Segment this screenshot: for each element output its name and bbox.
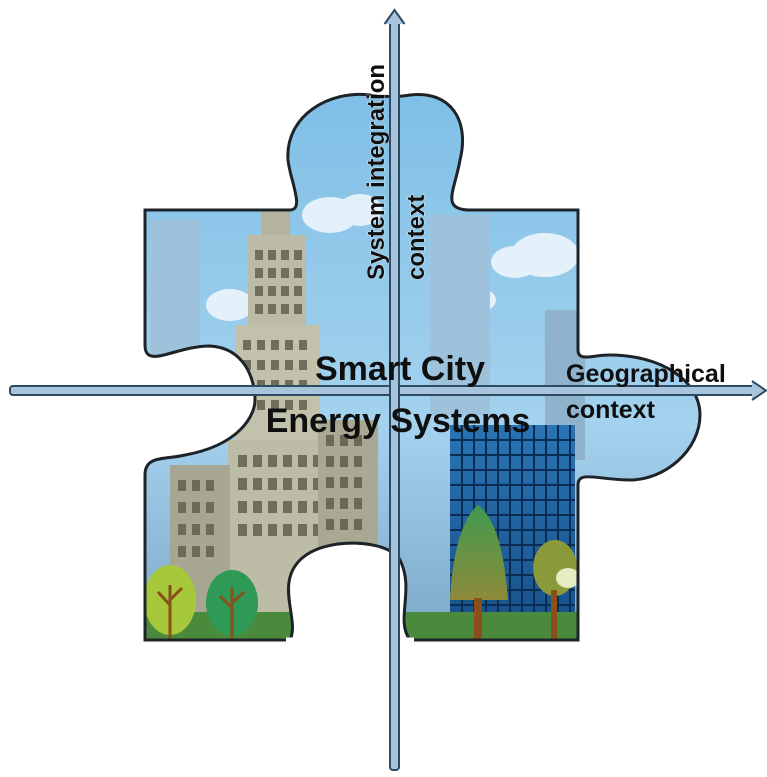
tree-round: [533, 540, 580, 640]
puzzle-bottom-notch: [286, 541, 413, 642]
tree-conifer: [450, 505, 508, 640]
horizontal-axis-label-line2: context: [566, 396, 656, 424]
cloud: [206, 289, 254, 321]
vertical-axis-label: System integration context: [363, 64, 431, 281]
vertical-axis-label-line1: System integration: [363, 64, 390, 280]
building-windows: [326, 435, 362, 530]
center-label-line1: Smart City: [315, 350, 485, 388]
cloud: [491, 246, 539, 278]
tree-green: [206, 570, 258, 641]
center-label-line2: Energy Systems: [266, 402, 531, 440]
tower-spire: [262, 210, 290, 235]
tower-windows: [238, 250, 322, 536]
vertical-axis-label-line2: context: [403, 195, 430, 280]
up-arrow-icon: [383, 8, 406, 25]
vertical-axis-shaft: [389, 21, 400, 771]
bg-building: [430, 215, 490, 415]
right-arrow-icon: [751, 380, 767, 401]
building-windows: [178, 480, 214, 557]
puzzle-outline: [143, 92, 702, 642]
horizontal-axis: [9, 380, 767, 401]
cloud: [338, 194, 382, 226]
center-label: Smart City Energy Systems: [266, 350, 531, 440]
tree-lime: [145, 565, 196, 640]
horizontal-axis-label: Geographical context: [566, 360, 726, 424]
vertical-axis: [383, 8, 406, 771]
horizontal-axis-label-line1: Geographical: [566, 360, 726, 388]
